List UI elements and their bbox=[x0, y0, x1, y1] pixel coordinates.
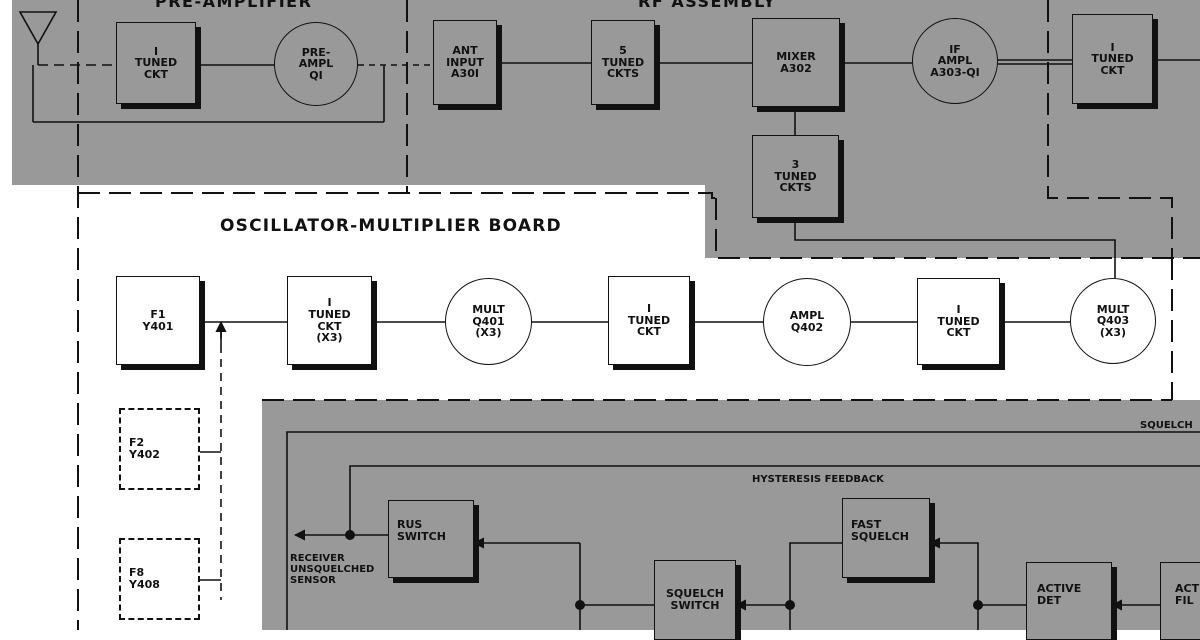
mult-q401-circle: MULT Q401 (X3) bbox=[445, 278, 532, 365]
f1-y401-crystal-block: F1 Y401 bbox=[116, 276, 200, 365]
tuned-ckt-preamp-block: I TUNED CKT bbox=[116, 22, 196, 104]
tuned-ckts-3-block: 3 TUNED CKTS bbox=[752, 135, 839, 218]
oscillator-board-title: OSCILLATOR-MULTIPLIER BOARD bbox=[220, 216, 562, 236]
squelch-label: SQUELCH bbox=[1140, 420, 1193, 431]
tuned-ckts-5-block: 5 TUNED CKTS bbox=[591, 20, 655, 105]
rus-switch-block: RUS SWITCH bbox=[388, 500, 474, 578]
tuned-ckt-x3-block: I TUNED CKT (X3) bbox=[287, 276, 372, 365]
mult-q403-circle: MULT Q403 (X3) bbox=[1070, 278, 1156, 364]
ampl-q402-circle: AMPL Q402 bbox=[763, 278, 851, 366]
preamplifier-title: PRE-AMPLIFIER bbox=[155, 0, 313, 11]
tuned-ckt-osc2-block: I TUNED CKT bbox=[917, 278, 1000, 365]
preampl-q1-circle: PRE- AMPL QI bbox=[274, 22, 358, 106]
active-det-block: ACTIVE DET bbox=[1026, 562, 1112, 640]
receiver-unsquelched-sensor-label: RECEIVER UNSQUELCHED SENSOR bbox=[290, 553, 375, 586]
hysteresis-feedback-label: HYSTERESIS FEEDBACK bbox=[752, 474, 884, 485]
fast-squelch-block: FAST SQUELCH bbox=[842, 498, 930, 578]
tuned-ckt-rf-block: I TUNED CKT bbox=[1072, 14, 1153, 104]
f8-y408-crystal-block: F8 Y408 bbox=[119, 538, 200, 620]
ant-input-block: ANT INPUT A30I bbox=[433, 20, 497, 105]
tuned-ckt-osc1-block: I TUNED CKT bbox=[608, 276, 690, 365]
mixer-block: MIXER A302 bbox=[752, 18, 840, 107]
rf-assembly-title: RF ASSEMBLY bbox=[638, 0, 777, 11]
active-filter-block: ACT FIL bbox=[1160, 562, 1200, 640]
if-ampl-circle: IF AMPL A303-QI bbox=[912, 18, 998, 104]
f2-y402-crystal-block: F2 Y402 bbox=[119, 408, 200, 490]
squelch-switch-block: SQUELCH SWITCH bbox=[654, 560, 736, 640]
